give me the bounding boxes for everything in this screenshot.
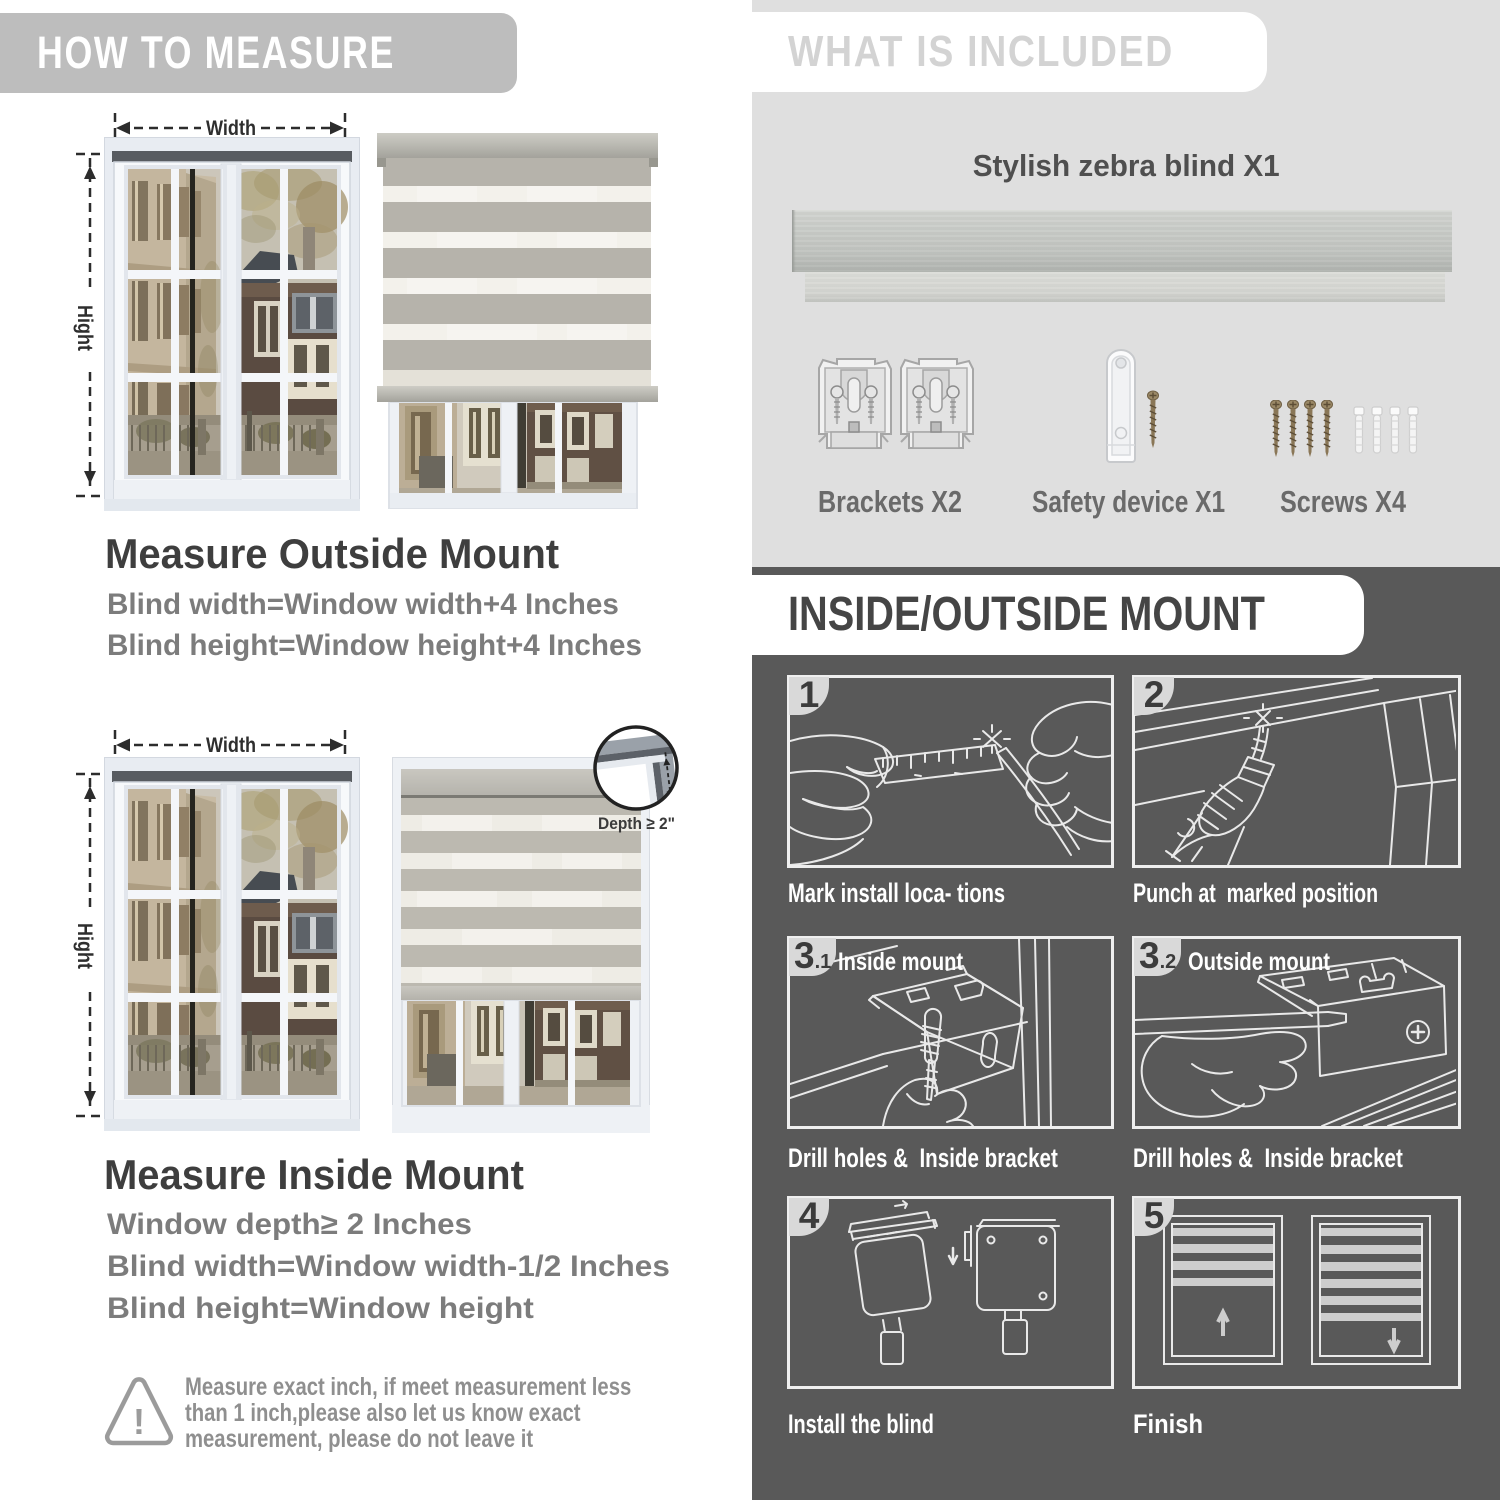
svg-text:!: ! xyxy=(133,1401,145,1442)
svg-text:Hight: Hight xyxy=(73,305,96,351)
svg-text:Width: Width xyxy=(206,117,256,140)
svg-text:Hight: Hight xyxy=(73,923,96,969)
svg-text:Width: Width xyxy=(206,734,256,757)
